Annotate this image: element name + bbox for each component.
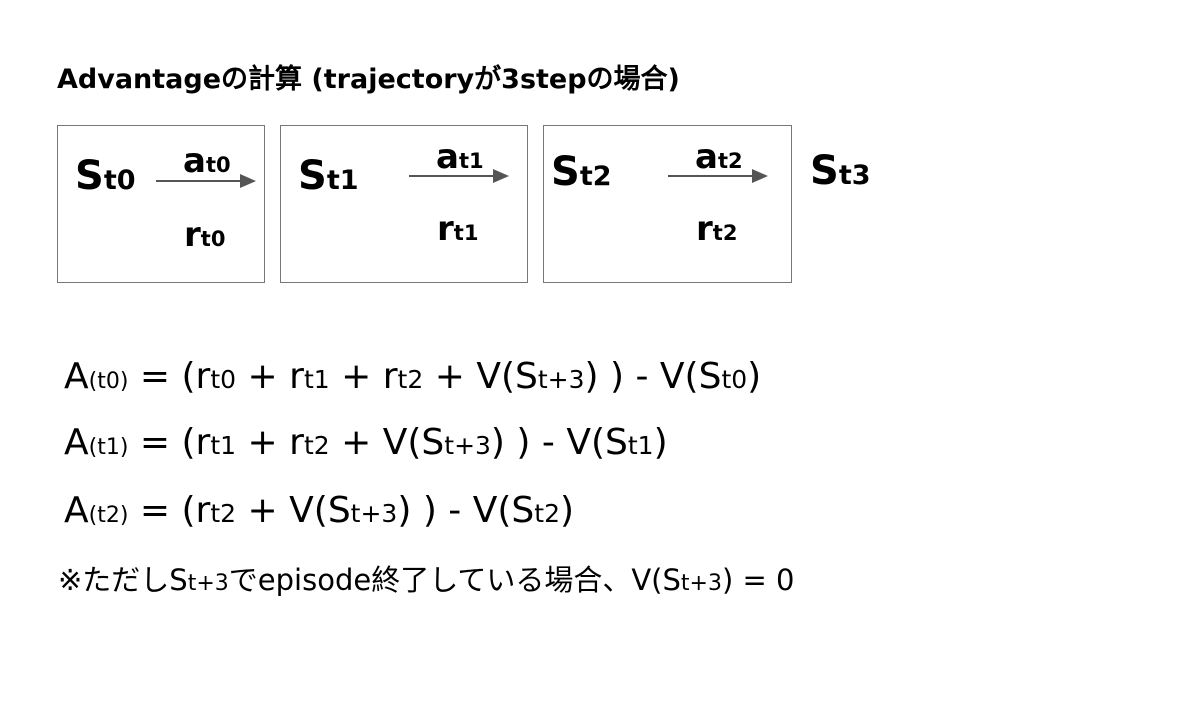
advantage-formula-t1: A(t1) = (rt1 + rt2 + V(St+3) ) - V(St1): [64, 422, 668, 463]
step-box-t0: St0 at0 rt0: [57, 125, 265, 283]
state-label: St0: [75, 153, 136, 199]
reward-label: rt1: [437, 209, 479, 249]
state-label: St1: [298, 153, 359, 199]
step-box-t1: St1 at1 rt1: [280, 125, 528, 283]
transition-arrow: [156, 174, 256, 188]
slide-title: Advantageの計算 (trajectoryが3stepの場合): [57, 64, 680, 95]
step-box-t2: St2 at2 rt2: [543, 125, 792, 283]
reward-label: rt2: [696, 209, 738, 249]
advantage-formula-t2: A(t2) = (rt2 + V(St+3) ) - V(St2): [64, 490, 575, 531]
transition-arrow: [409, 169, 509, 183]
terminal-note: ※ただしSt+3でepisode終了している場合、V(St+3) = 0: [58, 563, 795, 597]
action-label: at2: [695, 137, 743, 177]
action-label: at0: [183, 141, 231, 181]
transition-arrow: [668, 169, 768, 183]
advantage-formula-t0: A(t0) = (rt0 + rt1 + rt2 + V(St+3) ) - V…: [64, 356, 762, 397]
state-label: St2: [551, 149, 612, 195]
reward-label: rt0: [184, 215, 226, 255]
action-label: at1: [436, 137, 484, 177]
final-state-label: St3: [810, 148, 871, 194]
